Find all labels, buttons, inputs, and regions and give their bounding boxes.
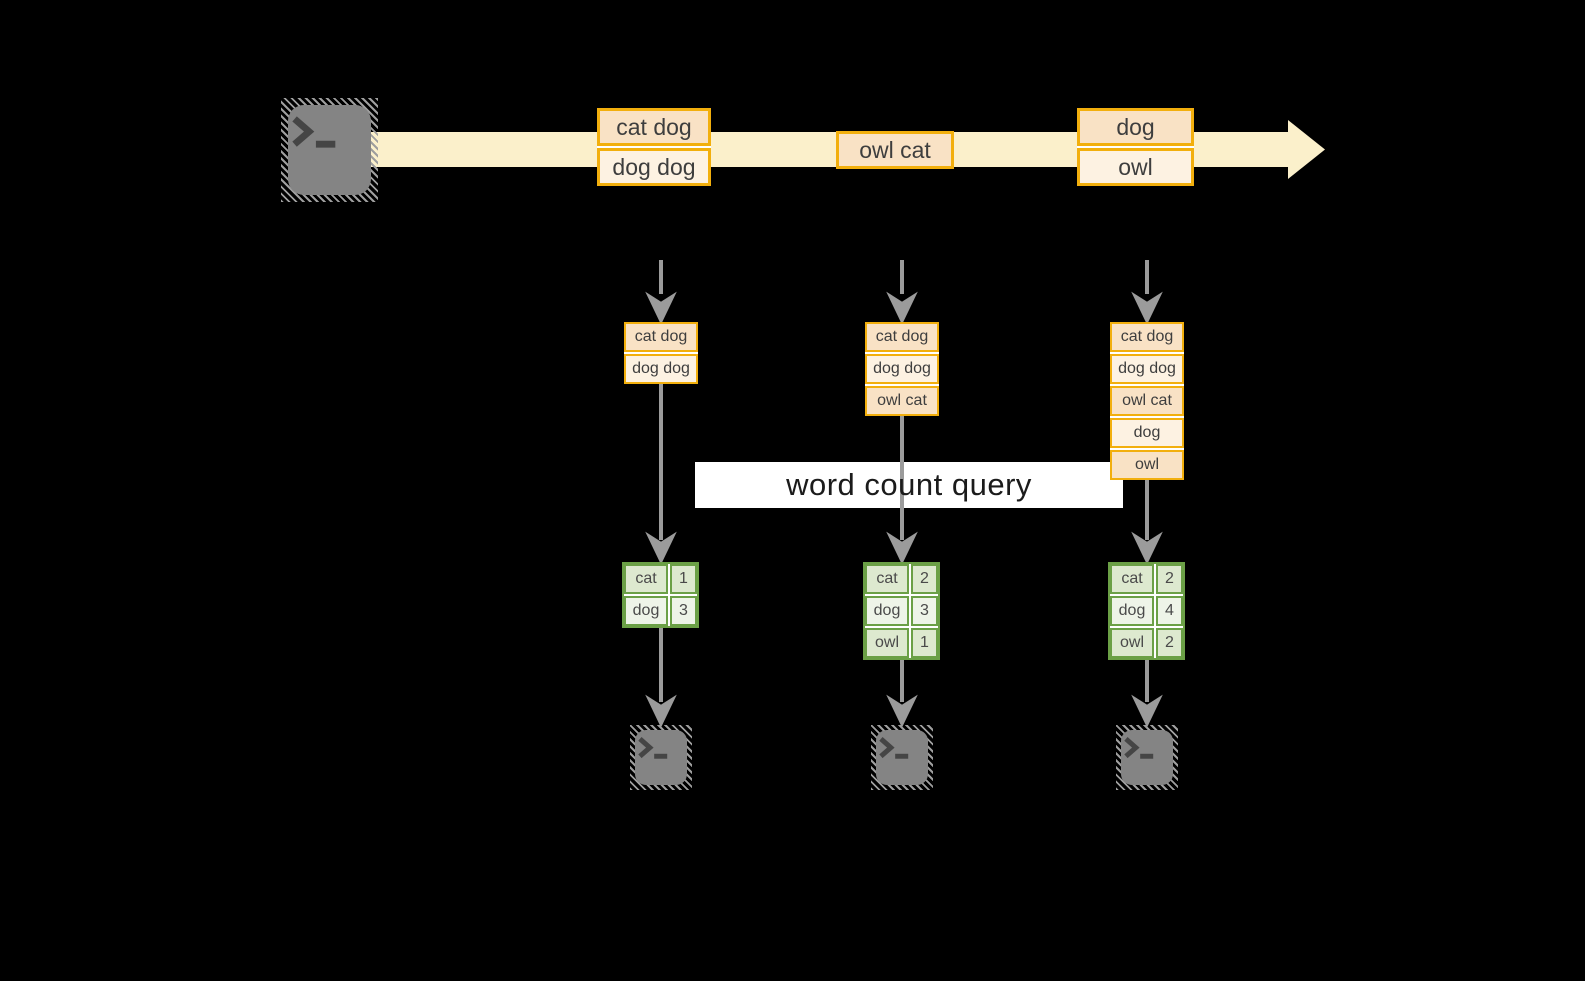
ingest-arrowhead-icon [886,291,918,325]
event-log-row: dog [1110,418,1184,448]
count-cell: 4 [1156,596,1183,626]
event-log-row: cat dog [624,322,698,352]
word-cell: owl [1110,628,1154,658]
word-cell: cat [624,564,668,594]
stream-event-line: dog dog [597,148,711,186]
terminal-prompt-icon [638,737,668,759]
terminal-prompt-icon [1124,737,1154,759]
stream-event-box: cat dog dog dog [597,108,711,186]
count-cell: 2 [1156,564,1183,594]
query-output-arrowhead-icon [1131,694,1163,728]
stream-event-box: dog owl [1077,108,1194,186]
query-input-arrowhead-icon [645,531,677,565]
terminal-sink-icon [1116,725,1178,790]
query-output-arrowhead-icon [886,694,918,728]
word-count-table: cat 1 dog 3 [622,562,699,628]
terminal-sink-icon [871,725,933,790]
word-cell: owl [865,628,909,658]
word-count-table: cat 2 dog 3 owl 1 [863,562,940,660]
ingest-arrowhead-icon [1131,291,1163,325]
event-log-row: owl cat [865,386,939,416]
event-log-stack: cat dog dog dog [624,322,698,384]
event-log-stack: cat dog dog dog owl cat dog owl [1110,322,1184,480]
count-cell: 1 [670,564,697,594]
terminal-sink-icon [630,725,692,790]
word-count-table: cat 2 dog 4 owl 2 [1108,562,1185,660]
ingest-arrowhead-icon [645,291,677,325]
stream-event-line: owl cat [836,131,954,169]
stream-event-line: dog [1077,108,1194,146]
query-input-arrowhead-icon [886,531,918,565]
stream-arrowhead-icon [1288,120,1325,179]
stream-event-line: cat dog [597,108,711,146]
query-label-box [695,462,1123,508]
count-cell: 3 [670,596,697,626]
event-log-stack: cat dog dog dog owl cat [865,322,939,416]
terminal-prompt-icon [292,116,336,148]
query-input-arrowhead-icon [1131,531,1163,565]
word-cell: cat [865,564,909,594]
event-log-row: cat dog [1110,322,1184,352]
count-cell: 2 [911,564,938,594]
event-log-row: cat dog [865,322,939,352]
word-cell: dog [624,596,668,626]
count-cell: 3 [911,596,938,626]
count-cell: 2 [1156,628,1183,658]
event-log-row: dog dog [1110,354,1184,384]
terminal-screen [288,105,371,195]
word-cell: dog [865,596,909,626]
word-cell: cat [1110,564,1154,594]
query-output-arrowhead-icon [645,694,677,728]
terminal-source-icon [281,98,378,202]
event-log-row: owl cat [1110,386,1184,416]
event-log-row: dog dog [865,354,939,384]
count-cell: 1 [911,628,938,658]
event-log-row: dog dog [624,354,698,384]
stream-event-line: owl [1077,148,1194,186]
terminal-prompt-icon [879,737,909,759]
word-cell: dog [1110,596,1154,626]
query-label-text: word count query [786,467,1032,502]
stream-event-box: owl cat [836,131,954,169]
event-log-row: owl [1110,450,1184,480]
